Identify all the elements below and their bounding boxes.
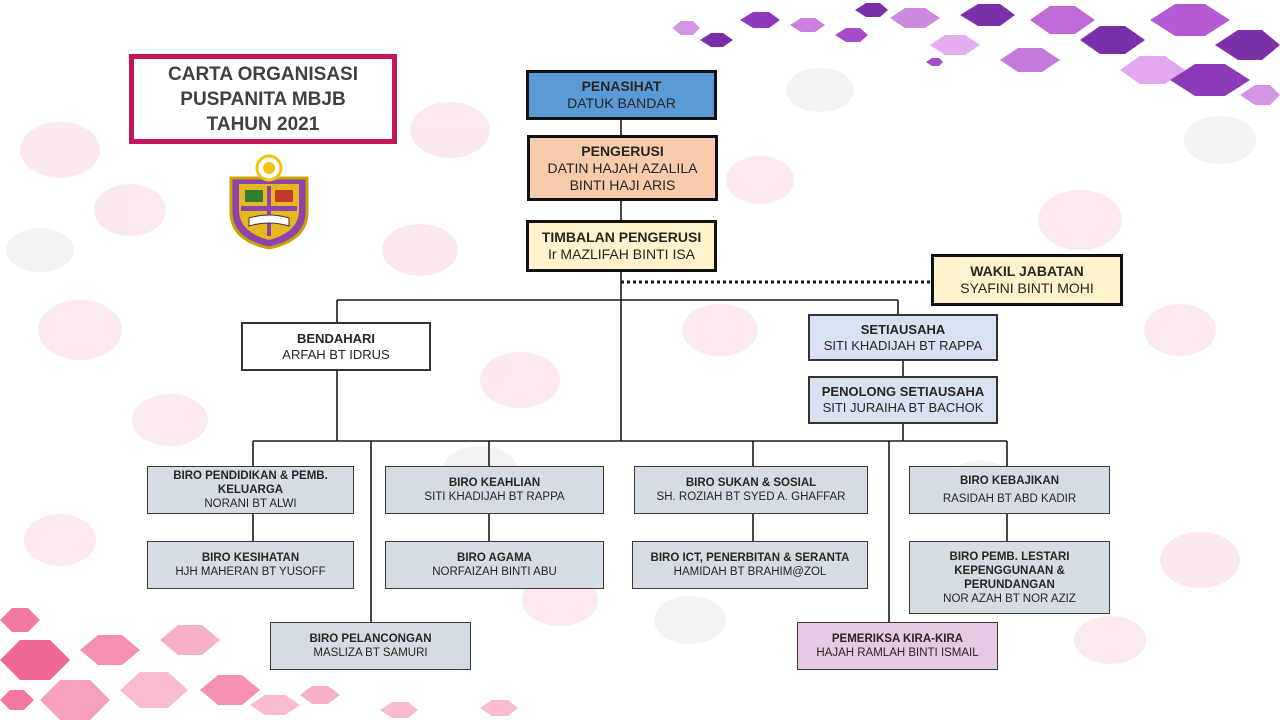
timbalan-role: TIMBALAN PENGERUSI xyxy=(541,229,702,245)
biro-pelancongan-name: MASLIZA BT SAMURI xyxy=(313,647,428,659)
biro-pendidikan-role-line-1: BIRO PENDIDIKAN & PEMB. xyxy=(173,470,328,482)
chart-title-line-2: PUSPANITA MBJB xyxy=(180,88,346,110)
biro-pelancongan-role: BIRO PELANCONGAN xyxy=(309,633,432,645)
wakil-jabatan-box: WAKIL JABATAN SYAFINI BINTI MOHI xyxy=(931,254,1123,306)
biro-agama-role: BIRO AGAMA xyxy=(457,552,532,564)
biro-keahlian-role: BIRO KEAHLIAN xyxy=(448,477,541,489)
penolong-name: SITI JURAIHA BT BACHOK xyxy=(822,400,984,415)
biro-agama-box: BIRO AGAMA NORFAIZAH BINTI ABU xyxy=(385,541,604,589)
biro-keahlian-name: SITI KHADIJAH BT RAPPA xyxy=(424,491,565,503)
biro-pendidikan-name: NORANI BT ALWI xyxy=(204,498,297,510)
biro-ict-role: BIRO ICT, PENERBITAN & SERANTA xyxy=(650,552,850,564)
bendahari-name: ARFAH BT IDRUS xyxy=(282,346,390,362)
biro-kebajikan-role: BIRO KEBAJIKAN xyxy=(959,475,1060,487)
wakil-name: SYAFINI BINTI MOHI xyxy=(960,280,1094,296)
biro-keahlian-box: BIRO KEAHLIAN SITI KHADIJAH BT RAPPA xyxy=(385,466,604,514)
wakil-role: WAKIL JABATAN xyxy=(970,263,1084,279)
biro-kesihatan-role: BIRO KESIHATAN xyxy=(201,552,300,564)
timbalan-name: Ir MAZLIFAH BINTI ISA xyxy=(547,246,696,262)
pemeriksa-kira-kira-box: PEMERIKSA KIRA-KIRA HAJAH RAMLAH BINTI I… xyxy=(797,622,998,670)
biro-sukan-name: SH. ROZIAH BT SYED A. GHAFFAR xyxy=(656,491,846,503)
pengerusi-name-line-2: BINTI HAJI ARIS xyxy=(569,176,676,193)
pengerusi-name-line-1: DATIN HAJAH AZALILA xyxy=(547,159,698,176)
setiausaha-box: SETIAUSAHA SITI KHADIJAH BT RAPPA xyxy=(808,314,998,361)
pemeriksa-name: HAJAH RAMLAH BINTI ISMAIL xyxy=(816,647,979,659)
mbjb-crest-icon xyxy=(229,154,309,250)
biro-sukan-role: BIRO SUKAN & SOSIAL xyxy=(685,477,817,489)
chart-title-line-1: CARTA ORGANISASI xyxy=(168,63,358,85)
biro-kesihatan-box: BIRO KESIHATAN HJH MAHERAN BT YUSOFF xyxy=(147,541,354,589)
biro-lestari-role-line-3: PERUNDANGAN xyxy=(964,578,1055,591)
biro-lestari-box: BIRO PEMB. LESTARI KEPENGGUNAAN & PERUND… xyxy=(909,541,1110,614)
biro-pendidikan-box: BIRO PENDIDIKAN & PEMB. KELUARGA NORANI … xyxy=(147,466,354,514)
chart-title-box: CARTA ORGANISASI PUSPANITA MBJB TAHUN 20… xyxy=(129,54,397,144)
biro-kebajikan-box: BIRO KEBAJIKAN RASIDAH BT ABD KADIR xyxy=(909,466,1110,514)
biro-pelancongan-box: BIRO PELANCONGAN MASLIZA BT SAMURI xyxy=(270,622,471,670)
pengerusi-role: PENGERUSI xyxy=(581,142,664,159)
biro-kebajikan-name: RASIDAH BT ABD KADIR xyxy=(942,493,1077,505)
penolong-setiausaha-box: PENOLONG SETIAUSAHA SITI JURAIHA BT BACH… xyxy=(808,376,998,424)
biro-agama-name: NORFAIZAH BINTI ABU xyxy=(432,566,557,578)
setiausaha-name: SITI KHADIJAH BT RAPPA xyxy=(823,337,983,353)
biro-ict-box: BIRO ICT, PENERBITAN & SERANTA HAMIDAH B… xyxy=(632,541,868,589)
biro-kesihatan-name: HJH MAHERAN BT YUSOFF xyxy=(175,566,326,578)
biro-sukan-box: BIRO SUKAN & SOSIAL SH. ROZIAH BT SYED A… xyxy=(634,466,868,514)
biro-ict-name: HAMIDAH BT BRAHIM@ZOL xyxy=(673,566,827,578)
chart-title-line-3: TAHUN 2021 xyxy=(206,113,320,135)
penasihat-role: PENASIHAT xyxy=(581,78,662,94)
penasihat-box: PENASIHAT DATUK BANDAR xyxy=(526,70,717,120)
penasihat-name: DATUK BANDAR xyxy=(567,95,676,111)
biro-lestari-name: NOR AZAH BT NOR AZIZ xyxy=(943,592,1076,605)
pengerusi-box: PENGERUSI DATIN HAJAH AZALILA BINTI HAJI… xyxy=(527,135,718,201)
bendahari-box: BENDAHARI ARFAH BT IDRUS xyxy=(241,322,431,371)
biro-lestari-role-line-2: KEPENGGUNAAN & xyxy=(954,564,1065,577)
penolong-role: PENOLONG SETIAUSAHA xyxy=(821,384,985,399)
pemeriksa-role: PEMERIKSA KIRA-KIRA xyxy=(831,633,964,645)
biro-pendidikan-role-line-2: KELUARGA xyxy=(217,484,284,496)
setiausaha-role: SETIAUSAHA xyxy=(860,321,946,337)
bendahari-role: BENDAHARI xyxy=(297,330,375,346)
timbalan-pengerusi-box: TIMBALAN PENGERUSI Ir MAZLIFAH BINTI ISA xyxy=(526,220,717,272)
biro-lestari-role-line-1: BIRO PEMB. LESTARI xyxy=(949,550,1070,563)
